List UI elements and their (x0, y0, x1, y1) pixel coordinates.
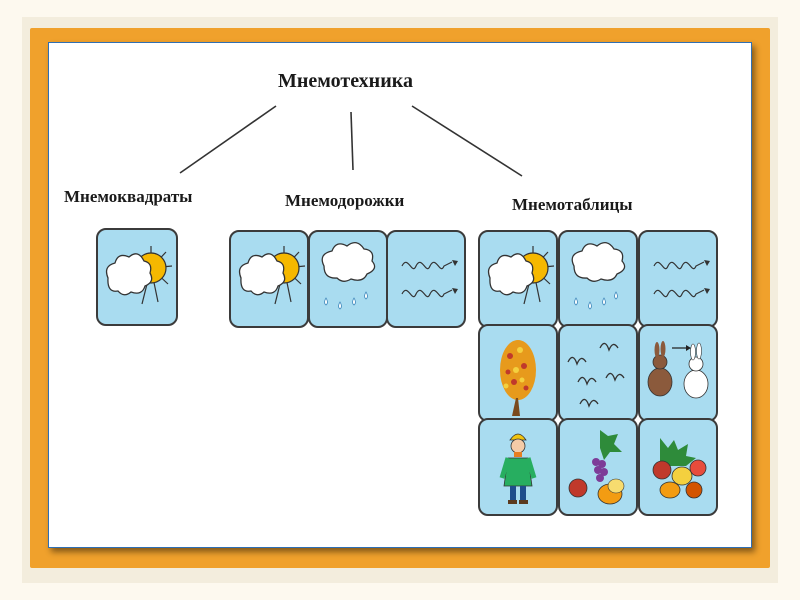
vegetable-harvest-icon (652, 438, 707, 499)
warmly-dressed-child-icon (499, 433, 537, 504)
mnemotable-tile-tree (478, 324, 558, 422)
mnemotable-tile-rain (558, 230, 638, 328)
mnemotable-tile-birds (558, 324, 638, 422)
label-mnemosquares: Мнемоквадраты (64, 187, 193, 206)
autumn-tree-icon (500, 340, 536, 416)
rain-cloud-icon (321, 242, 376, 310)
wind-icon (401, 260, 458, 298)
mnemotrack-tile-wind (386, 230, 466, 328)
wind-icon (653, 260, 710, 298)
diagram-title: Мнемотехника (278, 70, 413, 92)
mnemotrack-tile-sun (229, 230, 309, 328)
mnemotable-tile-fruit (558, 418, 638, 516)
label-mnemotables: Мнемотаблицы (512, 195, 633, 214)
mnemotable-tile-child (478, 418, 558, 516)
hare-changing-color-icon (647, 341, 709, 399)
mnemosquare-tile (96, 228, 178, 326)
mnemotable-tile-hare (638, 324, 718, 422)
mnemotable-tile-vegetables (638, 418, 718, 516)
flying-birds-icon (567, 342, 625, 408)
sun-behind-cloud-icon (105, 246, 173, 305)
fruit-harvest-icon (568, 430, 625, 505)
mnemotable-tile-sun (478, 230, 558, 328)
mnemotable-tile-wind (638, 230, 718, 328)
sun-behind-cloud-icon (238, 246, 306, 305)
sun-behind-cloud-icon (487, 246, 555, 305)
rain-cloud-icon (571, 242, 626, 310)
label-mnemotracks: Мнемодорожки (285, 191, 405, 210)
mnemotrack-tile-rain (308, 230, 388, 328)
